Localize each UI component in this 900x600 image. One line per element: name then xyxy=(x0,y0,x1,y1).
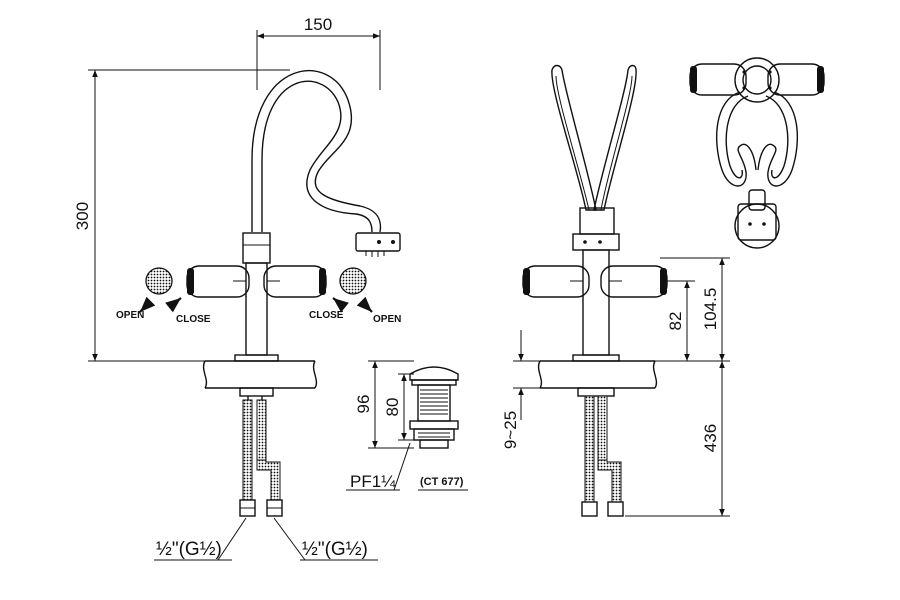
dim-under-deck: 436 xyxy=(701,424,720,452)
drain-view xyxy=(346,360,468,491)
label-hose-left: ½"(G½) xyxy=(156,539,222,560)
top-view xyxy=(689,57,825,249)
dim-handle-axis: 82 xyxy=(666,312,685,331)
side-view xyxy=(513,64,730,517)
label-close-right: CLOSE xyxy=(309,310,344,321)
label-drain-thread: PF1¼ xyxy=(350,472,396,491)
dim-drain-total: 96 xyxy=(354,395,373,414)
label-open-right: OPEN xyxy=(373,314,401,325)
dim-spout-reach: 150 xyxy=(304,15,332,34)
front-view xyxy=(88,30,401,517)
label-hose-right: ½"(G½) xyxy=(302,539,368,560)
dim-total-height: 300 xyxy=(73,202,92,230)
dim-handle-to-deck: 104.5 xyxy=(701,288,720,331)
label-close-left: CLOSE xyxy=(176,314,211,325)
dim-deck-thickness: 9~25 xyxy=(501,411,520,449)
label-drain-model: (CT 677) xyxy=(420,476,464,488)
dim-drain-body: 80 xyxy=(383,398,402,417)
label-open-left: OPEN xyxy=(116,310,144,321)
